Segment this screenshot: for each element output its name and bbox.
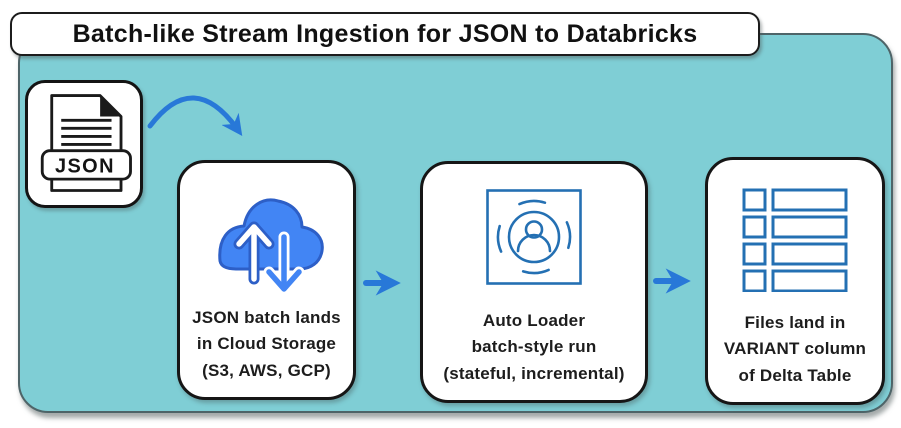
- json-file-label: JSON: [55, 155, 115, 177]
- caption-line: in Cloud Storage: [196, 334, 337, 354]
- step-box-auto-loader: Auto Loader batch-style run (stateful, i…: [420, 161, 648, 403]
- caption-line: JSON batch lands: [192, 307, 341, 327]
- caption-line: batch-style run: [471, 337, 597, 357]
- caption-line: (S3, AWS, GCP): [202, 360, 331, 380]
- caption-line: of Delta Table: [738, 365, 852, 385]
- step-caption-delta-table: Files land in VARIANT column of Delta Ta…: [724, 310, 866, 402]
- caption-line: (stateful, incremental): [443, 363, 625, 383]
- caption-line: VARIANT column: [723, 339, 867, 359]
- flow-arrow-icon: [363, 270, 401, 296]
- cloud-upload-download-icon: [217, 198, 324, 295]
- step-box-delta-table: Files land in VARIANT column of Delta Ta…: [705, 157, 885, 405]
- flow-arrow-icon: [653, 268, 691, 294]
- step-caption-cloud-storage: JSON batch lands in Cloud Storage (S3, A…: [192, 305, 341, 397]
- caption-line: Files land in: [744, 312, 846, 332]
- step-caption-auto-loader: Auto Loader batch-style run (stateful, i…: [443, 308, 624, 400]
- curved-arrow-icon: [147, 95, 243, 136]
- caption-line: Auto Loader: [482, 310, 586, 330]
- auto-loader-scan-icon: [486, 189, 582, 285]
- variant-rows-icon: [742, 188, 848, 292]
- json-file-node: JSON: [25, 80, 143, 208]
- step-box-cloud-storage: JSON batch lands in Cloud Storage (S3, A…: [177, 160, 356, 400]
- diagram-title: Batch-like Stream Ingestion for JSON to …: [10, 12, 760, 56]
- json-file-icon: JSON: [40, 94, 132, 192]
- diagram-title-text: Batch-like Stream Ingestion for JSON to …: [72, 19, 698, 48]
